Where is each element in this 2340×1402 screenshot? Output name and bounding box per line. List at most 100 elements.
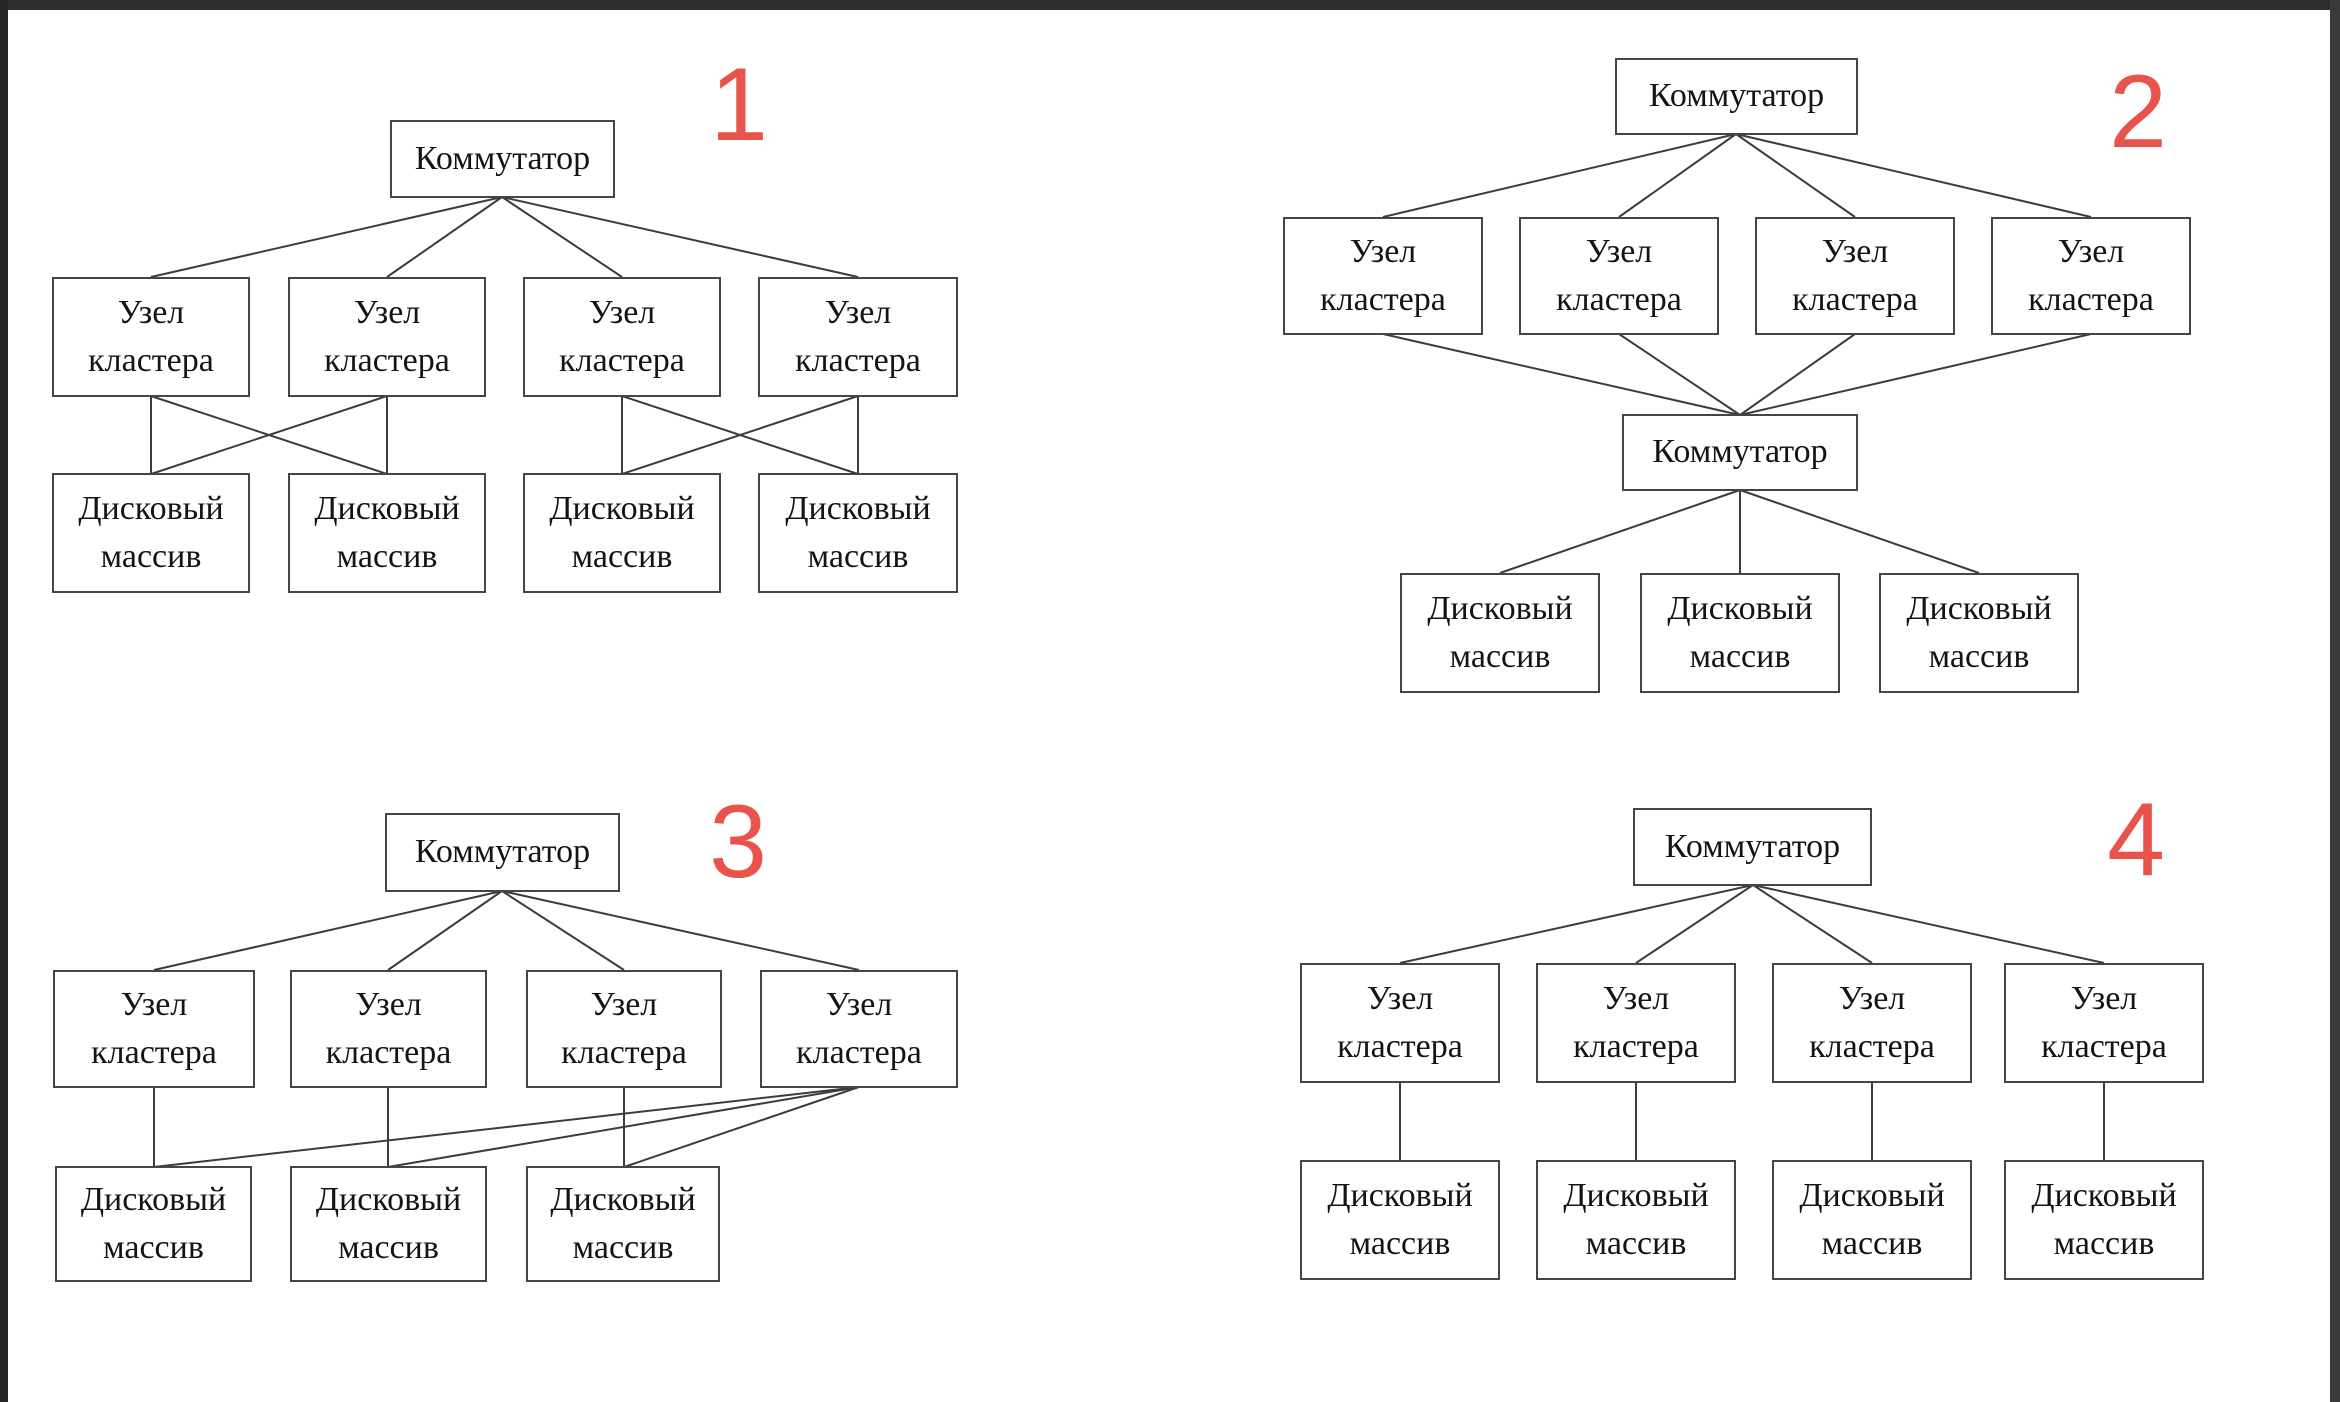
box-label-line: Дисковый	[785, 489, 931, 527]
box-label-line: Коммутатор	[1664, 827, 1841, 865]
connector-line	[1399, 884, 1754, 964]
box-label-line: массив	[1349, 1225, 1451, 1262]
connector-line	[623, 1086, 860, 1168]
diagram-number: 2	[2109, 53, 2167, 170]
diagram-number: 3	[709, 783, 767, 900]
box-label-line: массив	[571, 538, 673, 575]
cluster-node-box: Узел кластера	[53, 970, 255, 1088]
disk-array-box: Дисковый массив	[1772, 1160, 1972, 1280]
box-label-line: кластера	[1573, 1028, 1699, 1065]
connector-line	[1618, 333, 1741, 416]
switch-box: Коммутатор	[1622, 414, 1858, 491]
box-label-line: кластера	[1792, 281, 1918, 318]
connector-line	[1739, 489, 1980, 574]
box-label-line: Узел	[120, 985, 188, 1023]
connector-line	[1739, 333, 1856, 416]
switch-box: Коммутатор	[1633, 808, 1872, 886]
diagram-number: 1	[710, 46, 768, 163]
connector-line	[387, 1086, 860, 1168]
connector-line	[1499, 489, 1741, 574]
box-label-line: Узел	[588, 293, 656, 331]
box-label-line: Коммутатор	[1648, 77, 1825, 115]
box-label-line: Узел	[2057, 232, 2125, 270]
connector-line	[386, 196, 503, 278]
switch-box: Коммутатор	[390, 120, 615, 198]
box-label-line: массив	[1821, 1225, 1923, 1262]
connector-line	[501, 890, 860, 971]
switch-box: Коммутатор	[1615, 58, 1858, 135]
cluster-node-box: Узел кластера	[288, 277, 486, 397]
box-label-line: Дисковый	[1667, 589, 1813, 627]
box-label-line: Узел	[590, 985, 658, 1023]
box-label-line: массив	[807, 538, 909, 575]
box-label-line: Узел	[825, 985, 893, 1023]
connector-line	[1735, 133, 2092, 218]
box-label-line: Дисковый	[549, 489, 695, 527]
box-label-line: Узел	[1602, 979, 1670, 1017]
box-label-line: Коммутатор	[1652, 433, 1828, 471]
box-label-line: Коммутатор	[414, 833, 591, 871]
box-label-line: Дисковый	[1427, 589, 1573, 627]
connector-line	[1739, 333, 2092, 416]
box-label-line: массив	[1689, 638, 1791, 675]
box-label-line: массив	[100, 538, 202, 575]
box-label-line: массив	[1449, 638, 1551, 675]
box-label-line: Узел	[2070, 979, 2138, 1017]
disk-array-box: Дисковый массив	[55, 1166, 252, 1282]
connector-line	[1618, 133, 1737, 218]
box-label-line: кластера	[1809, 1028, 1935, 1065]
box-label-line: Дисковый	[315, 1180, 462, 1218]
connector-line	[150, 196, 503, 278]
cluster-node-box: Узел кластера	[290, 970, 487, 1088]
box-label-line: кластера	[561, 1034, 687, 1071]
box-label-line: Узел	[1821, 232, 1889, 270]
connector-line	[1382, 333, 1741, 416]
box-label-line: Дисковый	[1799, 1176, 1945, 1214]
cluster-node-box: Узел кластера	[526, 970, 722, 1088]
frame-right-edge	[2330, 0, 2340, 1402]
box-label-line: Дисковый	[314, 489, 460, 527]
box-label-line: Дисковый	[80, 1180, 227, 1218]
box-label-line: Узел	[355, 985, 422, 1023]
box-label-line: Узел	[1366, 979, 1434, 1017]
box-label-line: кластера	[559, 342, 685, 379]
connector-line	[501, 196, 623, 278]
box-label-line: кластера	[796, 1034, 922, 1071]
cluster-node-box: Узел кластера	[1283, 217, 1483, 335]
box-label-line: Дисковый	[2031, 1176, 2177, 1214]
box-label-line: кластера	[91, 1034, 217, 1071]
switch-box: Коммутатор	[385, 813, 620, 892]
disk-array-box: Дисковый массив	[1640, 573, 1840, 693]
box-label-line: кластера	[1556, 281, 1682, 318]
box-label-line: кластера	[795, 342, 921, 379]
cluster-node-box: Узел кластера	[1536, 963, 1736, 1083]
box-label-line: массив	[336, 538, 438, 575]
box-label-line: Узел	[1585, 232, 1653, 270]
connector-line	[387, 890, 503, 971]
box-label-line: массив	[572, 1229, 674, 1266]
box-label-line: кластера	[88, 342, 214, 379]
box-label-line: Узел	[1838, 979, 1906, 1017]
cluster-node-box: Узел кластера	[1772, 963, 1972, 1083]
box-label-line: Узел	[353, 293, 421, 331]
box-label-line: кластера	[325, 1034, 452, 1071]
connector-line	[621, 395, 859, 475]
box-label-line: Узел	[1349, 232, 1417, 270]
box-label-line: кластера	[1320, 281, 1446, 318]
disk-array-box: Дисковый массив	[523, 473, 721, 593]
box-label-line: массив	[103, 1229, 204, 1266]
box-label-line: кластера	[324, 342, 450, 379]
box-label-line: Коммутатор	[414, 139, 591, 177]
cluster-node-box: Узел кластера	[1755, 217, 1955, 335]
box-label-line: Дисковый	[1563, 1176, 1709, 1214]
